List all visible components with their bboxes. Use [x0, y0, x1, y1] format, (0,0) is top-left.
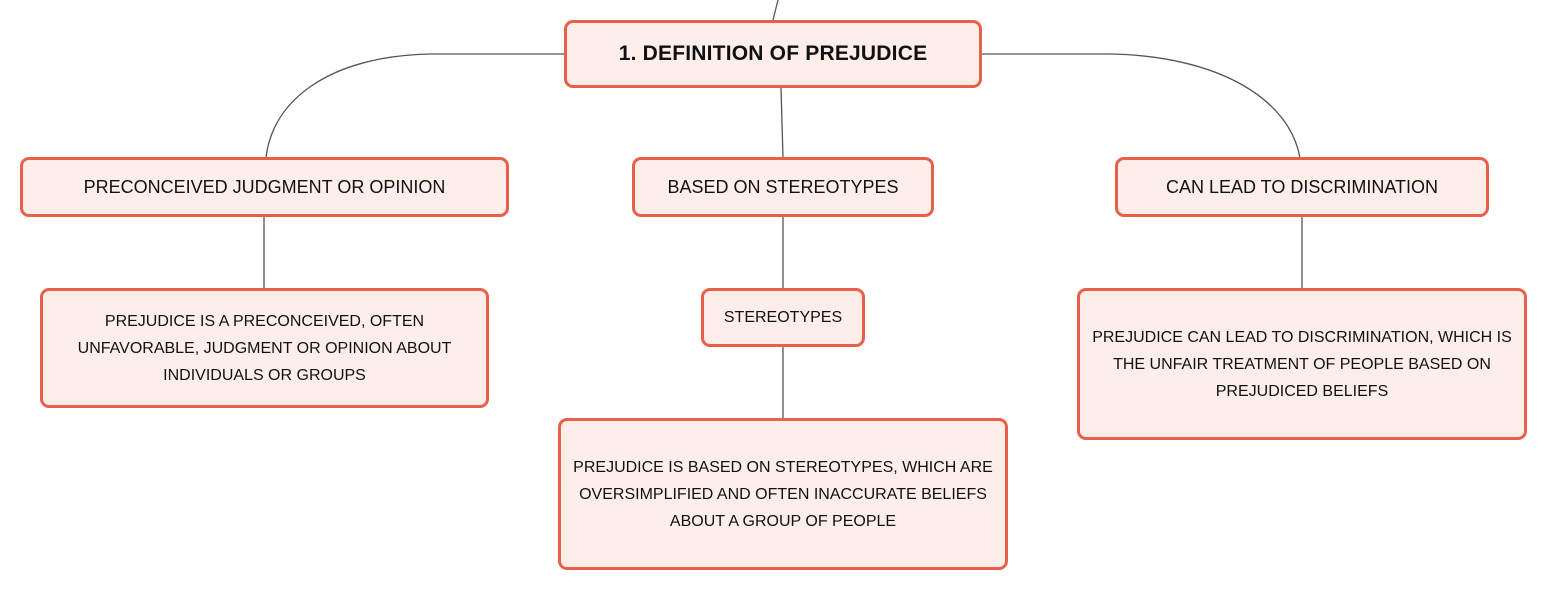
detail-node-stereotypes-definition[interactable]: PREJUDICE IS BASED ON STEREOTYPES, WHICH…	[558, 418, 1008, 570]
sub-node-label: STEREOTYPES	[723, 308, 843, 326]
sub-node-stereotypes[interactable]: STEREOTYPES	[701, 288, 865, 347]
branch-node-label: PRECONCEIVED JUDGMENT OR OPINION	[83, 176, 446, 197]
branch-node-preconceived-judgment[interactable]: PRECONCEIVED JUDGMENT OR OPINION	[20, 157, 509, 217]
connector-root-to-stereotypes-branch	[780, 87, 784, 159]
branch-node-label: CAN LEAD TO DISCRIMINATION	[1165, 176, 1439, 197]
detail-node-label: PREJUDICE IS A PRECONCEIVED, OFTEN UNFAV…	[77, 312, 452, 384]
branch-node-based-on-stereotypes[interactable]: BASED ON STEREOTYPES	[632, 157, 934, 217]
detail-node-discrimination-definition[interactable]: PREJUDICE CAN LEAD TO DISCRIMINATION, WH…	[1077, 288, 1527, 440]
detail-node-preconceived-definition[interactable]: PREJUDICE IS A PRECONCEIVED, OFTEN UNFAV…	[40, 288, 489, 408]
detail-node-label: PREJUDICE IS BASED ON STEREOTYPES, WHICH…	[573, 458, 993, 530]
detail-node-label: PREJUDICE CAN LEAD TO DISCRIMINATION, WH…	[1092, 328, 1512, 400]
root-node[interactable]: 1. DEFINITION OF PREJUDICE	[564, 20, 982, 88]
connector-incoming-root	[772, 0, 779, 21]
connector-root-to-discrimination	[982, 53, 1301, 159]
root-node-label: 1. DEFINITION OF PREJUDICE	[618, 42, 928, 65]
connector-root-to-preconceived	[265, 53, 564, 159]
branch-node-label: BASED ON STEREOTYPES	[667, 176, 899, 197]
branch-node-can-lead-to-discrimination[interactable]: CAN LEAD TO DISCRIMINATION	[1115, 157, 1489, 217]
